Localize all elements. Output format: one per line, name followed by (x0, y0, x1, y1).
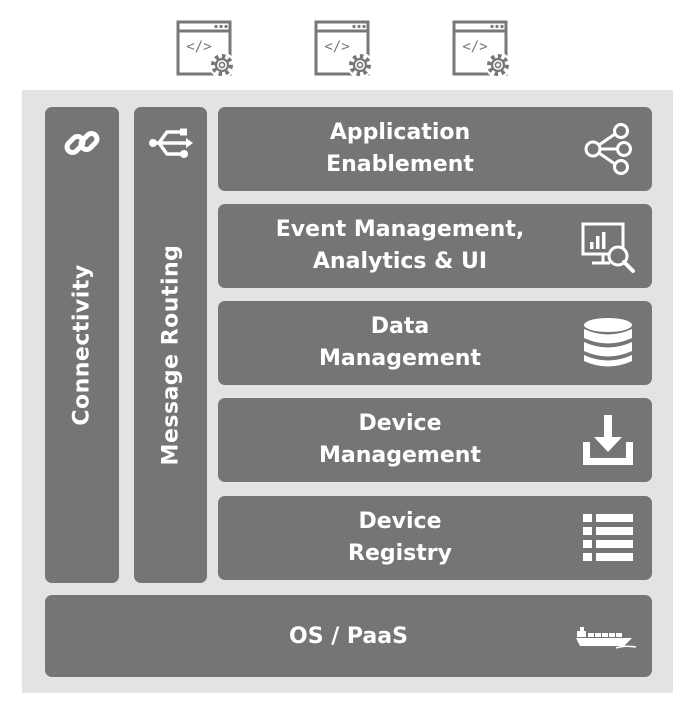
code-window-gear-icon: </> (176, 20, 235, 78)
code-window-gear-icon: </> (452, 20, 511, 78)
message-routing-column: Message Routing (134, 107, 207, 583)
layer-title-line1: Event Management, (275, 217, 525, 242)
usb-icon (149, 128, 193, 158)
download-icon (583, 415, 633, 465)
base-os-paas: OS / PaaS (45, 595, 652, 677)
list-icon (583, 514, 633, 561)
code-window-gear-icon: </> (314, 20, 373, 78)
layer-title-line2: Analytics & UI (312, 249, 488, 274)
code-glyph: </> (324, 39, 349, 55)
layer-title-line2: Management (319, 346, 481, 371)
database-icon (584, 318, 632, 367)
layer-application-enablement: Application Enablement (218, 107, 652, 191)
analytics-monitor-icon (581, 222, 635, 273)
layer-title-line2: Enablement (326, 152, 474, 177)
layer-title-line1: Device (358, 509, 442, 534)
connectivity-column: Connectivity (45, 107, 119, 583)
link-icon (64, 131, 100, 155)
layer-device-management: Device Management (218, 398, 652, 482)
code-glyph: </> (186, 39, 211, 55)
code-glyph: </> (462, 39, 487, 55)
layer-title-line2: Registry (348, 541, 452, 566)
layer-title-line1: Device (358, 411, 442, 436)
layer-device-registry: Device Registry (218, 496, 652, 580)
layer-title-line2: Management (319, 443, 481, 468)
os-paas-label: OS / PaaS (289, 623, 408, 649)
share-nodes-icon (584, 123, 632, 175)
connectivity-label: Connectivity (69, 264, 95, 426)
layer-data-management: Data Management (218, 301, 652, 385)
message-routing-label: Message Routing (158, 244, 183, 465)
layer-title-line1: Application (329, 120, 471, 145)
layer-title-line1: Data (370, 314, 430, 339)
layer-event-management: Event Management, Analytics & UI (218, 204, 652, 288)
cargo-ship-icon (576, 627, 637, 649)
